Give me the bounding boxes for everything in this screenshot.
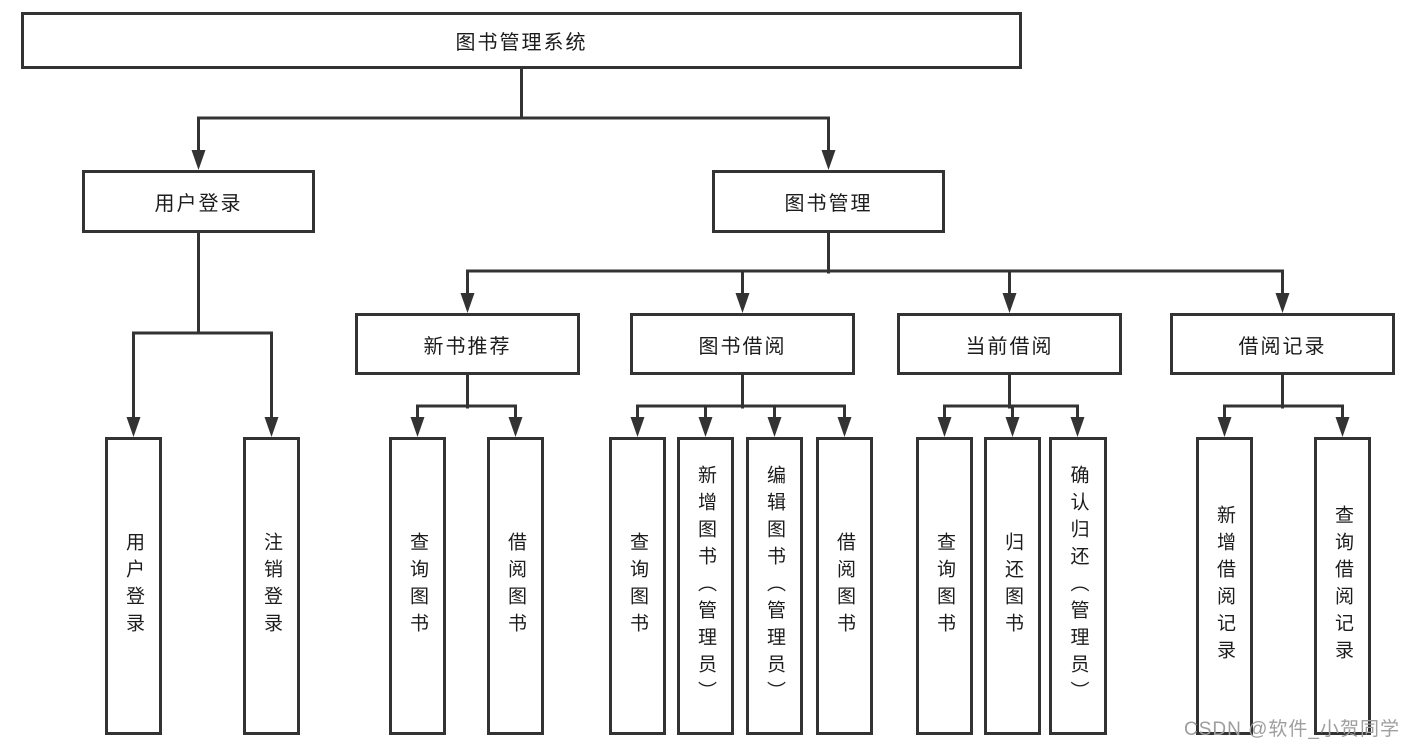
node-new-book-recommend: 新书推荐	[355, 313, 580, 375]
node-borrowing-records: 借阅记录	[1170, 313, 1395, 375]
node-leaf-borrow-books-1: 借阅图书	[487, 437, 544, 735]
node-leaf-add-books-admin: 新增图书（管理员）	[677, 437, 734, 735]
node-library-management-system: 图书管理系统	[21, 12, 1022, 69]
node-leaf-confirm-return-admin: 确认归还（管理员）	[1049, 437, 1107, 735]
node-leaf-logout: 注销登录	[243, 437, 300, 735]
node-label: 借阅图书	[505, 532, 526, 640]
node-label: 借阅图书	[834, 532, 855, 640]
node-leaf-return-books: 归还图书	[984, 437, 1041, 735]
node-label: 新增图书（管理员）	[695, 464, 716, 708]
node-leaf-edit-books-admin: 编辑图书（管理员）	[746, 437, 803, 735]
node-label: 确认归还（管理员）	[1067, 464, 1089, 708]
node-leaf-query-borrow-record: 查询借阅记录	[1314, 437, 1371, 735]
node-leaf-borrow-books-2: 借阅图书	[816, 437, 873, 735]
node-label: 查询图书	[407, 532, 428, 640]
node-current-borrowing: 当前借阅	[897, 313, 1122, 375]
node-label: 编辑图书（管理员）	[764, 464, 785, 708]
node-label: 查询图书	[627, 532, 648, 640]
node-label: 查询图书	[934, 532, 955, 640]
node-label: 查询借阅记录	[1332, 505, 1353, 667]
node-label: 新增借阅记录	[1214, 505, 1235, 667]
node-user-login: 用户登录	[82, 170, 315, 233]
node-label: 注销登录	[261, 532, 282, 640]
node-leaf-query-books-1: 查询图书	[389, 437, 446, 735]
node-book-management: 图书管理	[712, 170, 945, 233]
node-label: 用户登录	[123, 532, 144, 640]
csdn-watermark: CSDN @软件_小贺同学	[1184, 719, 1400, 740]
node-leaf-query-books-2: 查询图书	[609, 437, 666, 735]
node-leaf-user-login: 用户登录	[105, 437, 162, 735]
node-book-borrowing: 图书借阅	[630, 313, 855, 375]
node-leaf-add-borrow-record: 新增借阅记录	[1196, 437, 1253, 735]
node-leaf-query-books-3: 查询图书	[916, 437, 973, 735]
node-label: 归还图书	[1002, 532, 1023, 640]
